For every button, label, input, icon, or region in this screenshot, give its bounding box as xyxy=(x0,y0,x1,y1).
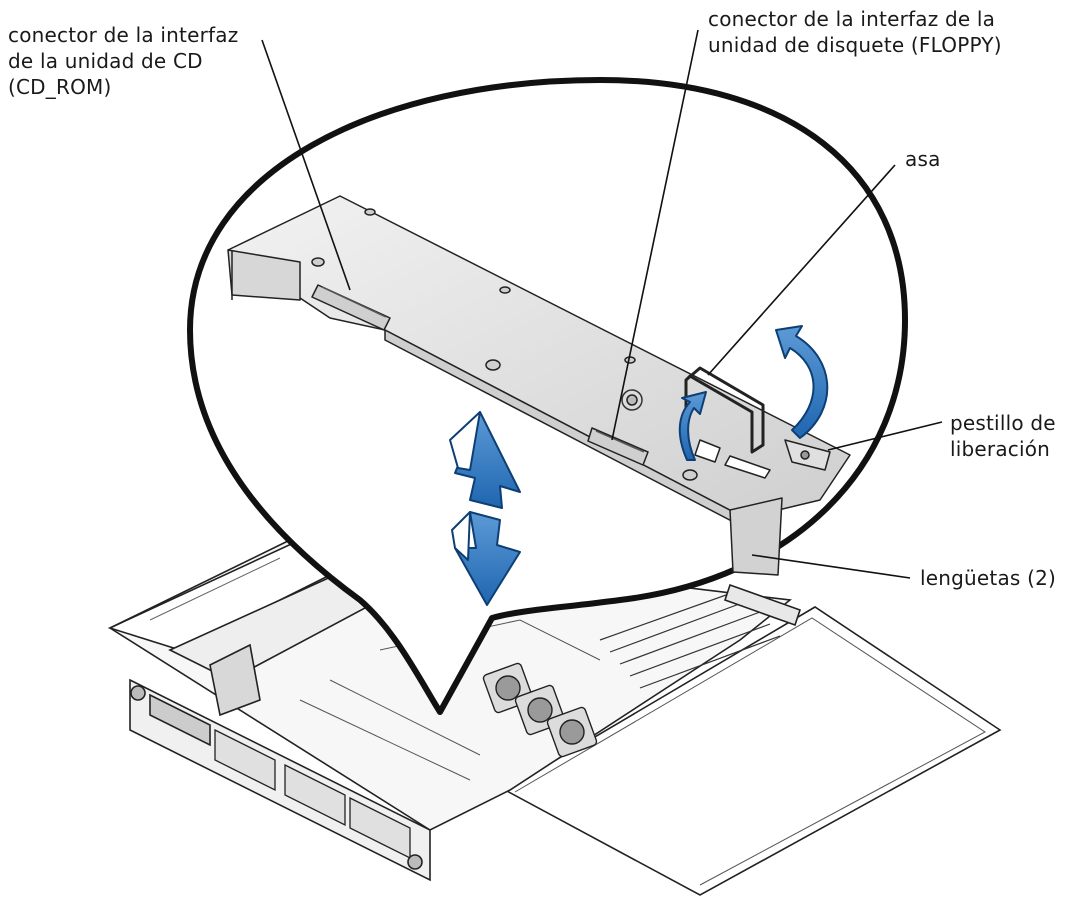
label-cd-connector-line3: (CD_ROM) xyxy=(8,75,112,99)
leader-release-latch xyxy=(827,421,943,451)
handle-lift-arrow xyxy=(678,391,707,461)
lower-arrow-down xyxy=(454,511,521,606)
chassis-cover xyxy=(503,606,1002,896)
label-floppy-connector-line1: conector de la interfaz de la xyxy=(708,7,996,31)
label-release-latch-line1: pestillo de xyxy=(950,411,1056,435)
handle xyxy=(684,366,765,454)
label-cd-connector-line1: conector de la interfaz xyxy=(8,23,239,47)
label-release-latch: pestillo de liberación xyxy=(950,410,1056,462)
leader-tabs xyxy=(751,554,911,579)
label-release-latch-line2: liberación xyxy=(950,437,1051,461)
floppy-connector xyxy=(587,427,649,466)
label-floppy-connector-line2: unidad de disquete (FLOPPY) xyxy=(708,33,1002,57)
label-cd-connector-line2: de la unidad de CD xyxy=(8,49,203,73)
label-tabs: lengüetas (2) xyxy=(920,565,1056,591)
memory-slots xyxy=(599,589,781,689)
label-tabs-text: lengüetas (2) xyxy=(920,566,1057,590)
drive-bracket xyxy=(227,195,851,576)
label-handle-text: asa xyxy=(905,147,941,171)
leader-lines xyxy=(261,29,943,579)
motion-arrows xyxy=(449,325,829,606)
cooling-fans xyxy=(482,662,598,758)
label-floppy-connector: conector de la interfaz de la unidad de … xyxy=(708,6,1002,58)
bracket-tab xyxy=(729,497,783,576)
leader-handle xyxy=(707,164,896,376)
label-handle: asa xyxy=(905,146,941,172)
label-cd-connector: conector de la interfaz de la unidad de … xyxy=(8,22,238,100)
latch-release-arrow xyxy=(775,325,829,439)
leader-cd-connector xyxy=(261,39,351,291)
lift-arrow-up-light xyxy=(449,411,481,471)
leader-floppy-connector xyxy=(611,29,699,441)
bracket-top-face xyxy=(227,195,851,519)
